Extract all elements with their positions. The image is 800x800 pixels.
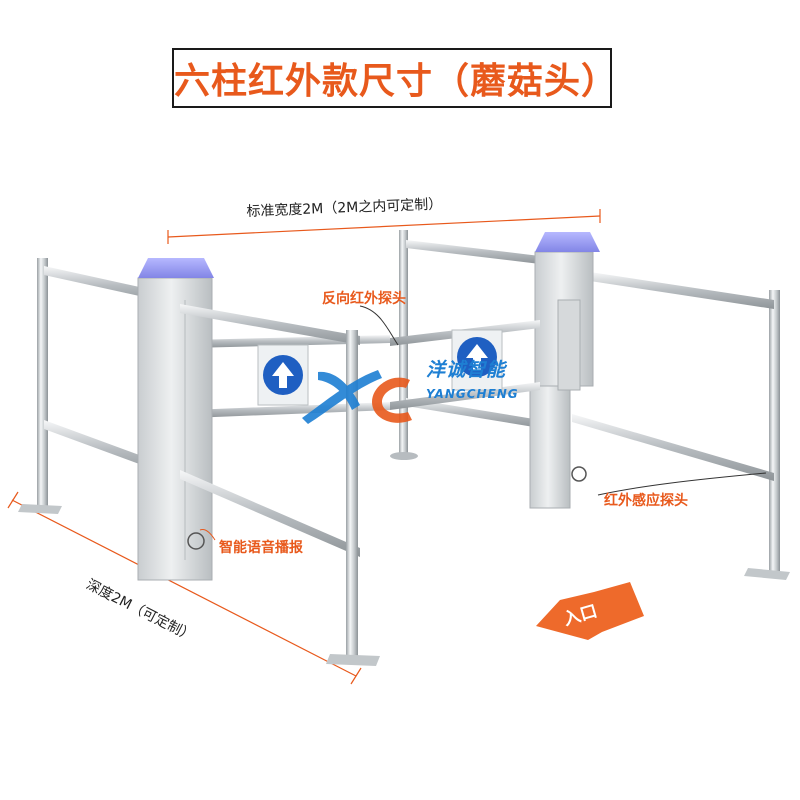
width-dimension-line: [167, 209, 601, 244]
callout-leader-reverse: [359, 305, 399, 346]
callout-leader-sensor: [597, 472, 767, 496]
smart-voice-label: 智能语音播报: [219, 540, 303, 556]
brand-logo-en: YANGCHENG: [426, 387, 519, 401]
right-cabinet: [529, 232, 600, 509]
front-left-frame: [180, 304, 380, 666]
reverse-ir-probe-label: 反向红外探头: [322, 291, 406, 307]
title-box: 六柱红外款尺寸（蘑菇头）: [172, 48, 619, 108]
depth-dimension-line: [7, 491, 362, 685]
left-cabinet: [137, 258, 214, 581]
callout-leader-voice: [199, 529, 216, 541]
brand-logo-icon: [302, 370, 412, 424]
arrow-up-icon: [263, 355, 303, 395]
front-right-frame: [572, 272, 790, 580]
entry-floor-arrow: [536, 582, 644, 640]
page-title: 六柱红外款尺寸（蘑菇头）: [174, 61, 619, 102]
brand-logo-cn: 洋诚智能: [426, 359, 507, 381]
arrow-up-icon: [457, 337, 497, 377]
ir-sensor-probe-label: 红外感应探头: [604, 493, 688, 509]
